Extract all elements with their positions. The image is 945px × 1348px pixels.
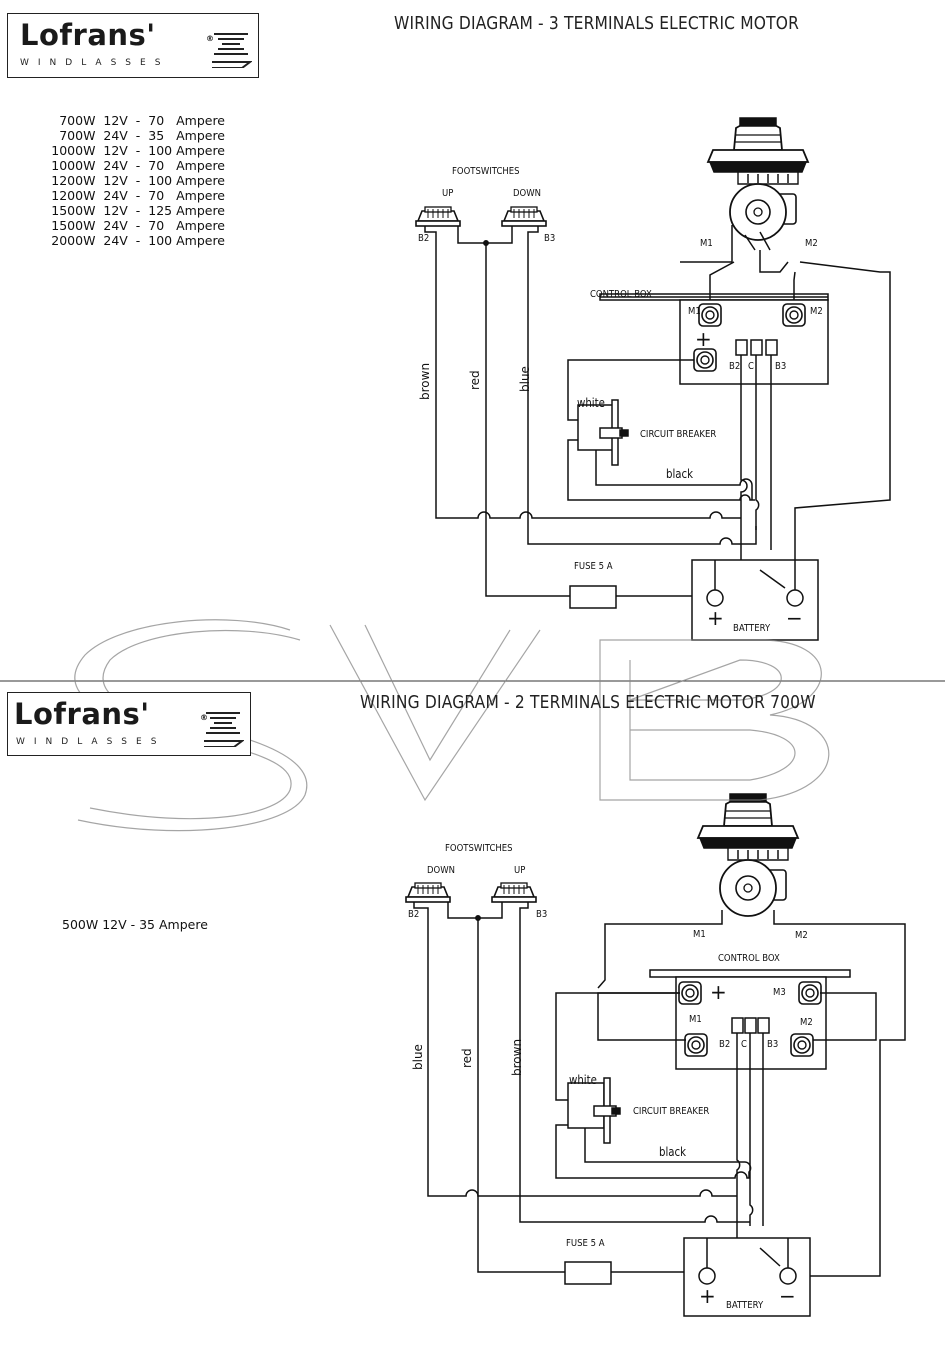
label-cb-m1-2: M1: [689, 1014, 702, 1025]
terminal-m2-icon: [782, 303, 806, 327]
spec-line: 700W 12V - 70 Ampere: [59, 113, 225, 128]
label-footswitches-2: FOOTSWITCHES: [445, 843, 513, 854]
label-battery-minus-2: −: [779, 1284, 796, 1308]
label-battery-plus-2: +: [699, 1284, 716, 1308]
label-battery-minus: −: [786, 606, 803, 630]
label-wire-brown-2: brown: [510, 1038, 524, 1076]
label-wire-brown: brown: [418, 362, 432, 400]
label-b3: B3: [544, 233, 556, 244]
spec-list: 700W 12V - 70 Ampere 700W 24V - 35 Amper…: [40, 113, 225, 248]
label-down-2: DOWN: [427, 865, 456, 876]
label-b2-2: B2: [408, 909, 420, 920]
label-circuit-breaker-2: CIRCUIT BREAKER: [633, 1106, 710, 1117]
label-control-box: CONTROL BOX: [590, 289, 652, 300]
label-motor-m2-2: M2: [795, 930, 808, 941]
logo-subtitle-2: WINDLASSES: [16, 737, 166, 747]
label-battery: BATTERY: [733, 623, 771, 634]
fuse-icon: [569, 585, 617, 609]
registered-mark-2: ®: [200, 713, 209, 722]
label-b3-2: B3: [536, 909, 548, 920]
windlass-logo-icon: [212, 33, 252, 68]
windlass-icon: [707, 117, 809, 241]
terminal-m1-icon: [698, 303, 722, 327]
label-down: DOWN: [513, 188, 542, 199]
spec-line: 2000W 24V - 100 Ampere: [51, 233, 225, 248]
label-black-2: black: [659, 1145, 687, 1159]
logo-subtitle: WINDLASSES: [20, 58, 170, 68]
label-cb-m2: M2: [810, 306, 823, 317]
spec-line: 1500W 24V - 70 Ampere: [51, 218, 225, 233]
control-box-bar-2: [649, 969, 851, 978]
terminal-plus-icon: [693, 348, 717, 372]
label-cb-c: C: [748, 361, 754, 372]
label-wire-blue: blue: [518, 366, 532, 392]
label-cb-m1: M1: [688, 306, 701, 317]
label-cb-m3: M3: [773, 987, 786, 998]
logo-brand-2: Lofrans': [14, 697, 150, 731]
label-control-box-2: CONTROL BOX: [718, 953, 780, 964]
label-b2: B2: [418, 233, 430, 244]
label-white: white: [577, 396, 605, 410]
spec-line: 1000W 12V - 100 Ampere: [51, 143, 225, 158]
title-top: WIRING DIAGRAM - 3 TERMINALS ELECTRIC MO…: [394, 13, 800, 34]
bottom-diagram: [405, 793, 906, 1317]
label-wire-red: red: [468, 370, 482, 390]
footswitch-down-icon: [501, 206, 547, 227]
registered-mark: ®: [206, 34, 215, 43]
spec-line: 1200W 24V - 70 Ampere: [51, 188, 225, 203]
label-up-2: UP: [514, 865, 526, 876]
fuse-icon-2: [564, 1261, 612, 1285]
windlass-logo-icon-2: [204, 712, 244, 747]
logo-brand: Lofrans': [20, 18, 156, 52]
label-cb-m2-2: M2: [800, 1017, 813, 1028]
windlass-icon-2: [697, 793, 799, 917]
label-cb-b3: B3: [775, 361, 787, 372]
label-cb-b3-2: B3: [767, 1039, 779, 1050]
label-cb-b2: B2: [729, 361, 741, 372]
label-motor-m2: M2: [805, 238, 818, 249]
footswitch-down-icon-2: [405, 882, 451, 903]
spec-line: 1200W 12V - 100 Ampere: [51, 173, 225, 188]
label-wire-blue-2: blue: [411, 1044, 425, 1070]
title-bottom: WIRING DIAGRAM - 2 TERMINALS ELECTRIC MO…: [360, 692, 816, 713]
terminal-m1-icon-2: [684, 1033, 708, 1057]
terminal-m3-icon: [798, 981, 822, 1005]
terminal-m2-icon-2: [790, 1033, 814, 1057]
label-circuit-breaker: CIRCUIT BREAKER: [640, 429, 717, 440]
label-black: black: [666, 467, 694, 481]
spec-line: 700W 24V - 35 Ampere: [59, 128, 225, 143]
top-diagram: [415, 117, 891, 641]
label-fuse-2: FUSE 5 A: [566, 1238, 605, 1249]
label-up: UP: [442, 188, 454, 199]
label-fuse: FUSE 5 A: [574, 561, 613, 572]
label-motor-m1: M1: [700, 238, 713, 249]
label-battery-2: BATTERY: [726, 1300, 764, 1311]
logo-top: Lofrans' ® WINDLASSES: [7, 13, 259, 78]
label-cb-plus: +: [695, 327, 712, 351]
terminal-plus-icon-2: [678, 981, 702, 1005]
spec-line: 1500W 12V - 125 Ampere: [51, 203, 225, 218]
label-cb-b2-2: B2: [719, 1039, 731, 1050]
logo-bottom: Lofrans' ® WINDLASSES: [7, 692, 251, 756]
spec-line: 1000W 24V - 70 Ampere: [51, 158, 225, 173]
label-wire-red-2: red: [460, 1048, 474, 1068]
footswitch-up-icon: [415, 206, 461, 227]
label-cb-c-2: C: [741, 1039, 747, 1050]
spec-500w: 500W 12V - 35 Ampere: [62, 917, 208, 932]
label-battery-plus: +: [707, 606, 724, 630]
label-motor-m1-2: M1: [693, 929, 706, 940]
label-cb-plus-2: +: [710, 980, 727, 1004]
label-white-2: white: [569, 1073, 597, 1087]
label-footswitches: FOOTSWITCHES: [452, 166, 520, 177]
footswitch-up-icon-2: [491, 882, 537, 903]
